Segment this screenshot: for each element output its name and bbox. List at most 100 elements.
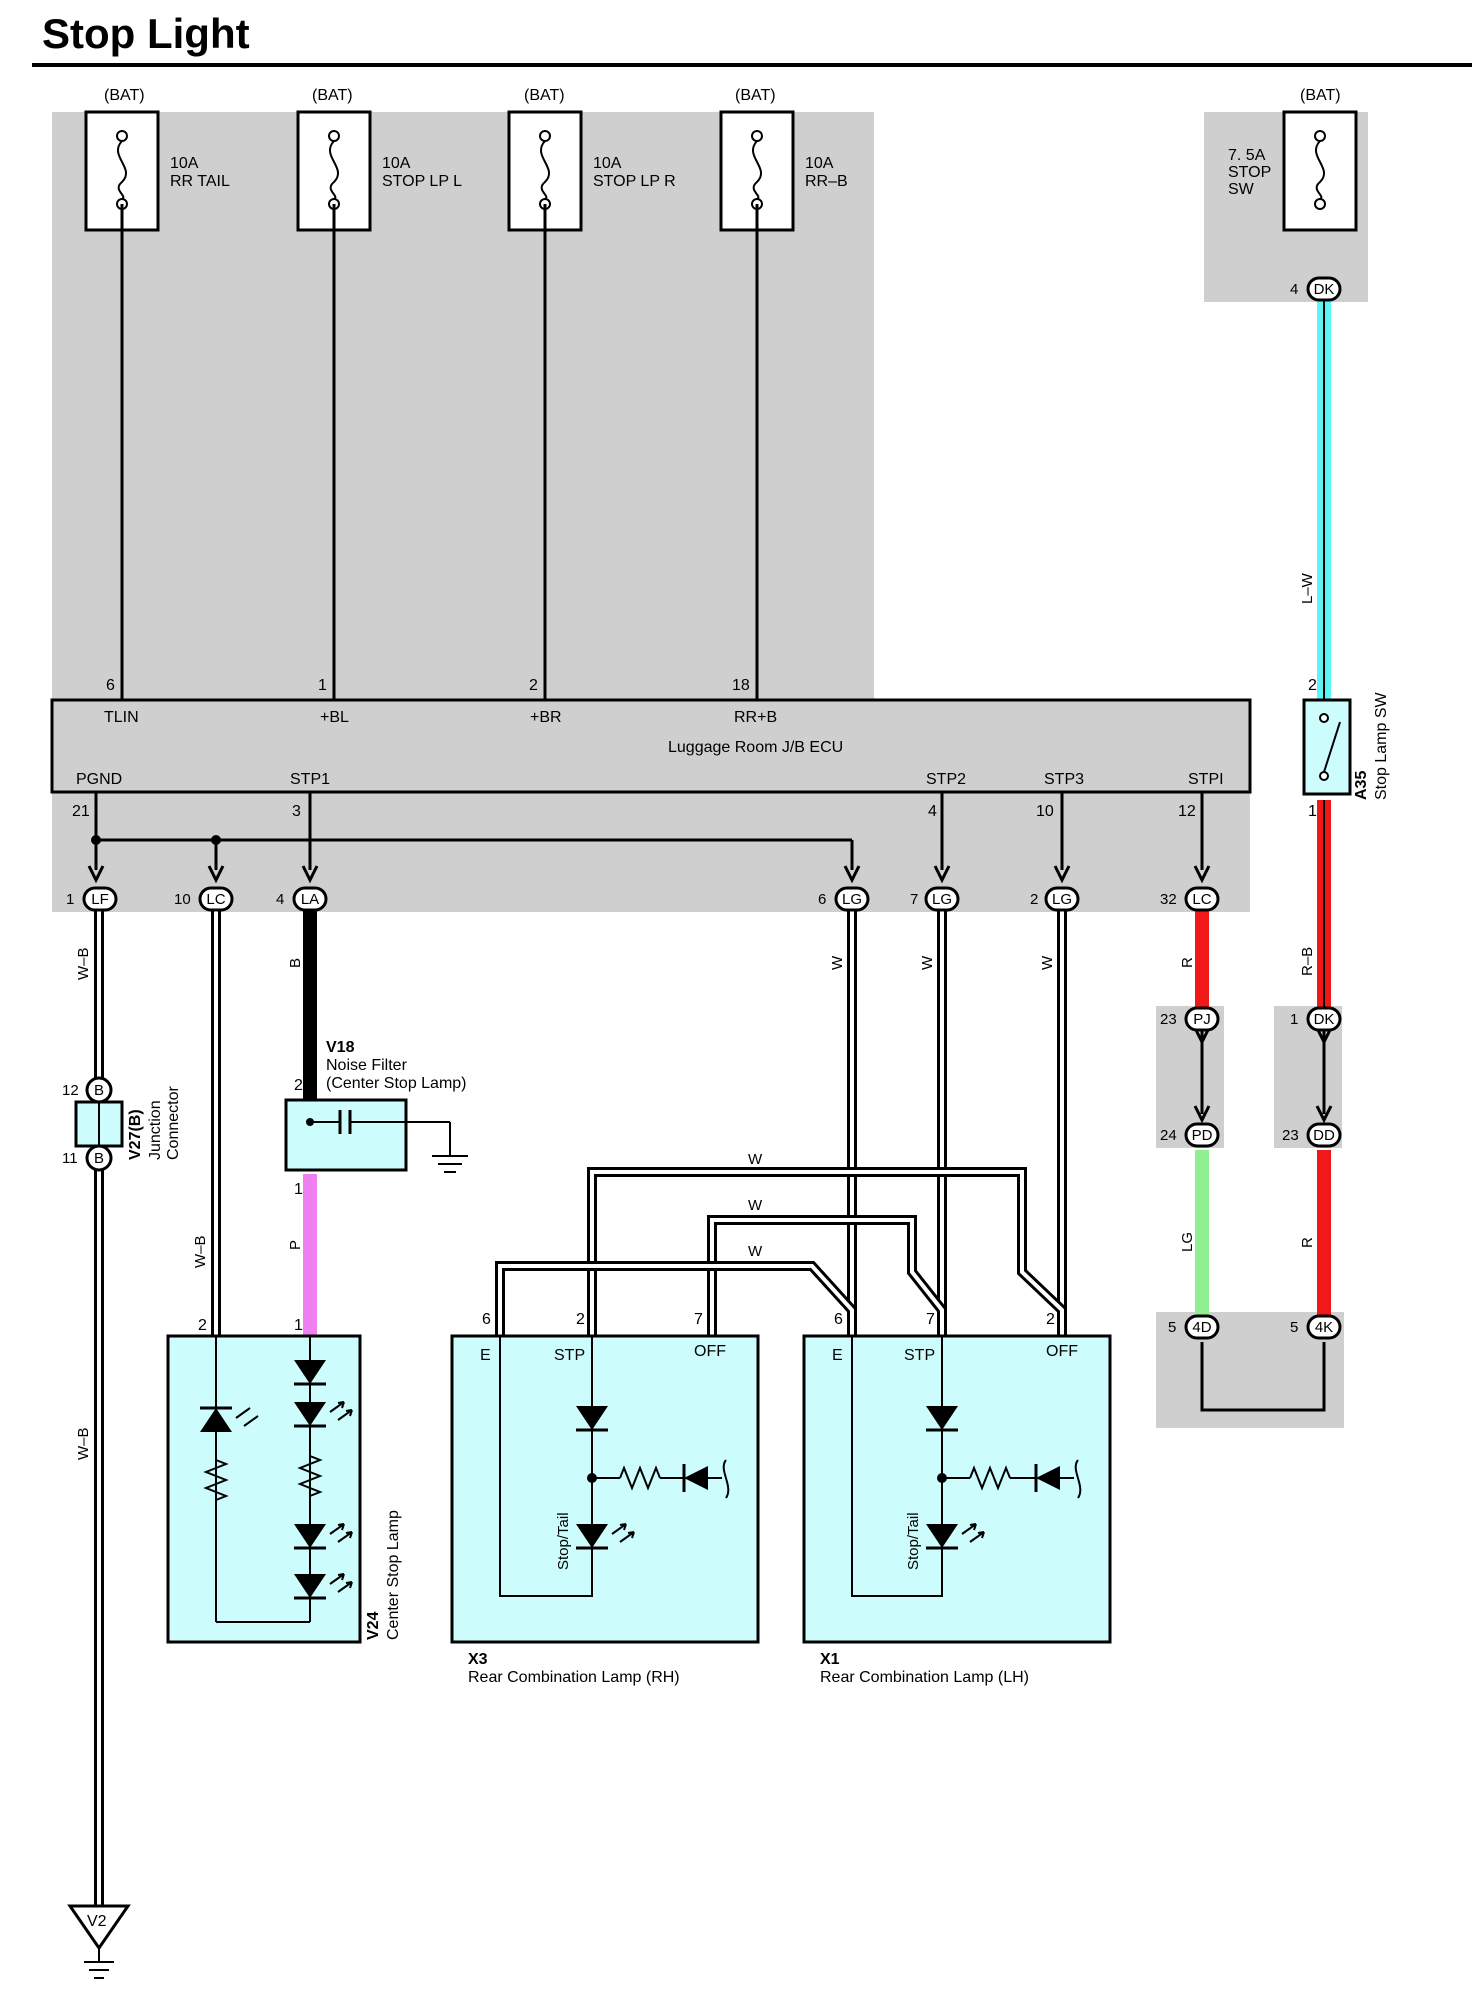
junction-connector: V27(B) Junction Connector: [74, 1086, 182, 1160]
rear-rh-inner-label: Stop/Tail: [555, 1512, 572, 1570]
rear-lh-pin: 7: [926, 1311, 935, 1328]
rear-rh-term: STP: [554, 1347, 585, 1364]
svg-text:LG: LG: [1052, 891, 1072, 908]
svg-text:PJ: PJ: [1193, 1011, 1211, 1028]
connector-badge: PJ 23: [1160, 1006, 1220, 1032]
inline-connector-links: [1193, 1026, 1333, 1412]
center-lamp-name: Center Stop Lamp: [385, 1510, 402, 1640]
center-stop-lamp: 2 1 V24 Center Stop Lamp: [166, 1317, 402, 1644]
svg-text:4: 4: [276, 891, 284, 908]
rear-rh-term: E: [480, 1347, 491, 1364]
stop-switch-code: A35: [1353, 771, 1370, 800]
fuse-source-label: (BAT): [104, 87, 145, 104]
center-lamp-code: V24: [365, 1611, 382, 1640]
wire-label: L–W: [1299, 572, 1316, 604]
junction-code: V27(B): [127, 1109, 144, 1160]
connector-badge: LC 32: [1160, 886, 1220, 912]
rear-rh-pin: 2: [576, 1311, 585, 1328]
stop-switch-name: Stop Lamp SW: [1373, 692, 1390, 801]
ecu-pin-num: 2: [529, 677, 538, 694]
svg-text:23: 23: [1160, 1011, 1177, 1028]
junction-name-line2: Connector: [165, 1086, 182, 1160]
wire-label: W: [748, 1197, 763, 1214]
svg-text:4D: 4D: [1192, 1319, 1211, 1336]
svg-text:12: 12: [62, 1082, 79, 1099]
svg-text:1: 1: [1290, 1011, 1298, 1028]
ground-v2: V2: [67, 1904, 131, 1979]
svg-text:5: 5: [1168, 1319, 1176, 1336]
wire-label: R: [1299, 1237, 1316, 1248]
noise-filter-code: V18: [326, 1039, 355, 1056]
wire-label: W: [829, 955, 846, 970]
svg-text:DD: DD: [1313, 1127, 1335, 1144]
wire-label: W–B: [75, 1427, 92, 1460]
ecu-pin-num: 6: [106, 677, 115, 694]
svg-text:LG: LG: [842, 891, 862, 908]
wire-label: P: [287, 1240, 304, 1250]
center-lamp-pin-left: 2: [198, 1317, 207, 1334]
svg-text:10: 10: [174, 891, 191, 908]
ecu-pin-num: 21: [72, 803, 90, 820]
wire-label: W: [748, 1151, 763, 1168]
connector-badge: B 12: [62, 1076, 113, 1104]
svg-text:B: B: [94, 1082, 104, 1099]
fuse-source-label: (BAT): [312, 87, 353, 104]
wire-w-lg: [847, 910, 1067, 1336]
rear-lh-inner-label: Stop/Tail: [905, 1512, 922, 1570]
ground-label: V2: [87, 1913, 107, 1930]
svg-text:LF: LF: [91, 891, 109, 908]
ecu-pin-label: PGND: [76, 771, 122, 788]
fuse-name-line2: SW: [1228, 181, 1255, 198]
rear-lh-name: Rear Combination Lamp (LH): [820, 1669, 1029, 1686]
fuse-rating: 7. 5A: [1228, 147, 1266, 164]
svg-text:11: 11: [62, 1150, 78, 1167]
wire-label: LG: [1179, 1232, 1196, 1252]
fuse-name-line1: STOP: [1228, 164, 1271, 181]
stop-switch-pin-bottom: 1: [1308, 803, 1317, 820]
rear-rh-pin: 7: [694, 1311, 703, 1328]
svg-text:4K: 4K: [1315, 1319, 1333, 1336]
ecu-pin-label: TLIN: [104, 709, 139, 726]
svg-text:4: 4: [1290, 281, 1298, 298]
fuse-source-label: (BAT): [1300, 87, 1341, 104]
rear-combination-lamp-rh: 6 2 7 E STP OFF Stop/Tail X3 Rear Combin…: [450, 1311, 760, 1686]
fuse-source-label: (BAT): [524, 87, 565, 104]
svg-text:32: 32: [1160, 891, 1177, 908]
svg-text:LG: LG: [932, 891, 952, 908]
ecu-pin-label: STP1: [290, 771, 330, 788]
rear-lh-pin: 2: [1046, 1311, 1055, 1328]
ecu-pin-num: 3: [292, 803, 301, 820]
fuse-stop-sw: (BAT) 7. 5A STOP SW: [1228, 87, 1358, 232]
svg-text:LA: LA: [301, 891, 319, 908]
connector-badge: B 11: [62, 1144, 113, 1172]
fuse-name: RR–B: [805, 173, 848, 190]
svg-text:23: 23: [1282, 1127, 1299, 1144]
stop-lamp-switch: 2 1 A35 Stop Lamp SW: [1302, 276, 1390, 820]
wire-label: R–B: [1299, 947, 1316, 976]
rear-rh-term: OFF: [694, 1343, 726, 1360]
svg-text:24: 24: [1160, 1127, 1177, 1144]
svg-text:7: 7: [910, 891, 918, 908]
noise-filter-name-line1: Noise Filter: [326, 1057, 408, 1074]
wire-labels: W–B W–B W–B B P W W W W W W R LG L–W R–B…: [75, 572, 1316, 1460]
svg-text:5: 5: [1290, 1319, 1298, 1336]
rear-lh-pin: 6: [834, 1311, 843, 1328]
svg-text:DK: DK: [1314, 1011, 1335, 1028]
fuse-stop-lp-l: (BAT) 10A STOP LP L: [296, 87, 462, 232]
noise-filter-pin-top: 2: [294, 1077, 303, 1094]
fuse-rr-b: (BAT) 10A RR–B: [719, 87, 848, 232]
wire-label: R: [1179, 957, 1196, 968]
fuse-rating: 10A: [805, 155, 834, 172]
wire-label: W: [919, 955, 936, 970]
title-rule: [32, 63, 1472, 67]
ecu-pin-label: STPI: [1188, 771, 1224, 788]
connector-badge: DD 23: [1282, 1122, 1342, 1148]
ecu-pin-label: +BL: [320, 709, 349, 726]
wire-label: W–B: [75, 947, 92, 980]
connector-badge: 4D 5: [1168, 1314, 1220, 1340]
svg-text:1: 1: [66, 891, 74, 908]
noise-filter-name-line2: (Center Stop Lamp): [326, 1075, 467, 1092]
ecu-pin-label: STP3: [1044, 771, 1084, 788]
connector-badges: LF 1 LC 10 LA 4 LG 6 LG 7 LG 2: [62, 276, 1342, 1340]
connector-badge: PD 24: [1160, 1122, 1220, 1148]
